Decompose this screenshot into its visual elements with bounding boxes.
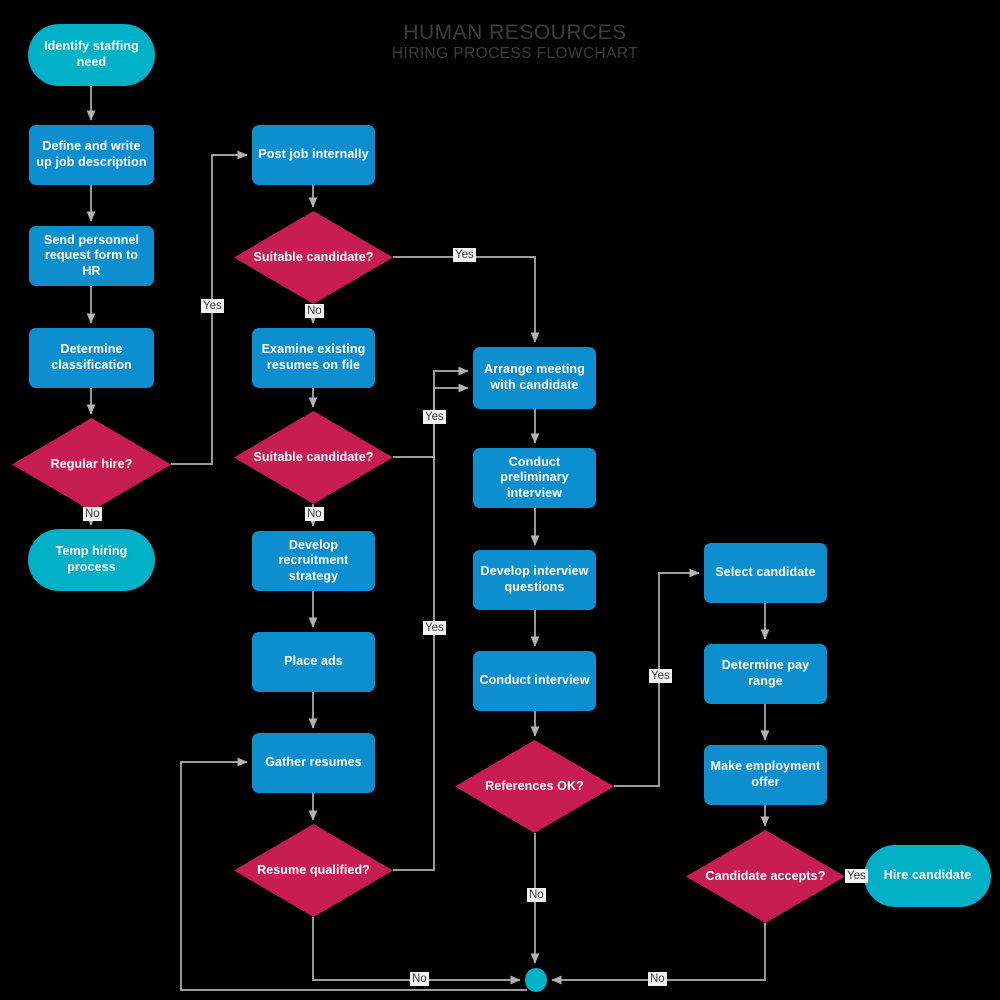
edge-label-suitable-2-no: No [305, 507, 324, 522]
node-label: Develop recruitment strategy [278, 537, 349, 583]
node-send-personnel-request[interactable]: Send personnel request form to HR [29, 226, 154, 286]
node-gather-resumes[interactable]: Gather resumes [252, 733, 375, 793]
node-label: Place ads [284, 654, 343, 669]
node-references-ok[interactable]: References OK? [455, 740, 614, 833]
node-label: Conduct preliminary interview [500, 454, 569, 500]
node-label: Develop interview questions [480, 564, 589, 594]
title-sub: HIRING PROCESS FLOWCHART [391, 44, 639, 62]
edge-suitable1-yes-to-arrange [393, 256, 540, 343]
node-regular-hire[interactable]: Regular hire? [12, 418, 171, 511]
edge-label-regular-hire-no: No [83, 507, 102, 522]
edge-resume-no-to-merge [312, 917, 521, 985]
node-resume-qualified[interactable]: Resume qualified? [234, 824, 393, 917]
node-label: Examine existing resumes on file [261, 342, 366, 372]
edge-label-suitable-1-no: No [305, 304, 324, 319]
node-label: Determine pay range [721, 658, 810, 688]
edge-label-references-ok-no: No [527, 888, 546, 903]
node-arrange-meeting[interactable]: Arrange meeting with candidate [473, 347, 596, 409]
node-label: Select candidate [715, 565, 816, 580]
node-hire-candidate[interactable]: Hire candidate [864, 845, 991, 907]
node-label: Conduct interview [479, 673, 590, 688]
edge-label-resume-qualified-no: No [410, 972, 429, 987]
node-define-job-description[interactable]: Define and write up job description [29, 125, 154, 185]
node-label: Gather resumes [265, 755, 362, 770]
node-select-candidate[interactable]: Select candidate [704, 543, 827, 603]
node-conduct-interview[interactable]: Conduct interview [473, 651, 596, 711]
node-suitable-candidate-2[interactable]: Suitable candidate? [234, 411, 393, 504]
edge-label-suitable-1-yes: Yes [453, 248, 476, 263]
edge-label-resume-qualified-yes: Yes [423, 621, 446, 636]
node-determine-classification[interactable]: Determine classification [29, 328, 154, 388]
title-main: HUMAN RESOURCES [403, 21, 627, 44]
node-identify-staffing-need[interactable]: Identify staffing need [28, 24, 155, 86]
edge-label-candidate-accepts-no: No [648, 972, 667, 987]
node-label: References OK? [485, 778, 584, 793]
node-develop-recruitment-strategy[interactable]: Develop recruitment strategy [252, 531, 375, 591]
node-label: Arrange meeting with candidate [484, 362, 585, 392]
node-label: Regular hire? [50, 456, 133, 471]
node-label: Identify staffing need [44, 39, 139, 69]
node-candidate-accepts[interactable]: Candidate accepts? [686, 830, 845, 923]
node-place-ads[interactable]: Place ads [252, 632, 375, 692]
node-conduct-preliminary-interview[interactable]: Conduct preliminary interview [473, 448, 596, 508]
edge-label-candidate-accepts-yes: Yes [845, 869, 868, 884]
edge-accepts-no-to-merge [551, 923, 766, 985]
node-label: Temp hiring process [55, 544, 128, 574]
node-determine-pay-range[interactable]: Determine pay range [704, 644, 827, 704]
edge-label-regular-hire-yes: Yes [201, 299, 224, 314]
node-temp-hiring-process[interactable]: Temp hiring process [28, 529, 155, 591]
node-label: Determine classification [51, 342, 132, 372]
node-develop-interview-questions[interactable]: Develop interview questions [473, 550, 596, 610]
node-label: Suitable candidate? [253, 249, 374, 264]
node-merge-connector[interactable] [525, 968, 547, 992]
node-label: Suitable candidate? [253, 449, 374, 464]
node-suitable-candidate-1[interactable]: Suitable candidate? [234, 211, 393, 304]
node-label: Hire candidate [883, 868, 972, 883]
node-label: Candidate accepts? [705, 868, 826, 883]
node-label: Define and write up job description [36, 139, 147, 169]
node-label: Send personnel request form to HR [43, 232, 140, 278]
node-examine-existing-resumes[interactable]: Examine existing resumes on file [252, 328, 375, 388]
node-label: Resume qualified? [257, 862, 370, 877]
edge-merge-to-gather [180, 757, 527, 991]
edge-label-references-ok-yes: Yes [649, 669, 672, 684]
node-make-employment-offer[interactable]: Make employment offer [704, 745, 827, 805]
chart-title: HUMAN RESOURCES HIRING PROCESS FLOWCHART [375, 21, 655, 62]
node-label: Post job internally [258, 147, 369, 162]
node-label: Make employment offer [710, 759, 821, 789]
edge-label-suitable-2-yes: Yes [423, 410, 446, 425]
node-post-job-internally[interactable]: Post job internally [252, 125, 375, 185]
